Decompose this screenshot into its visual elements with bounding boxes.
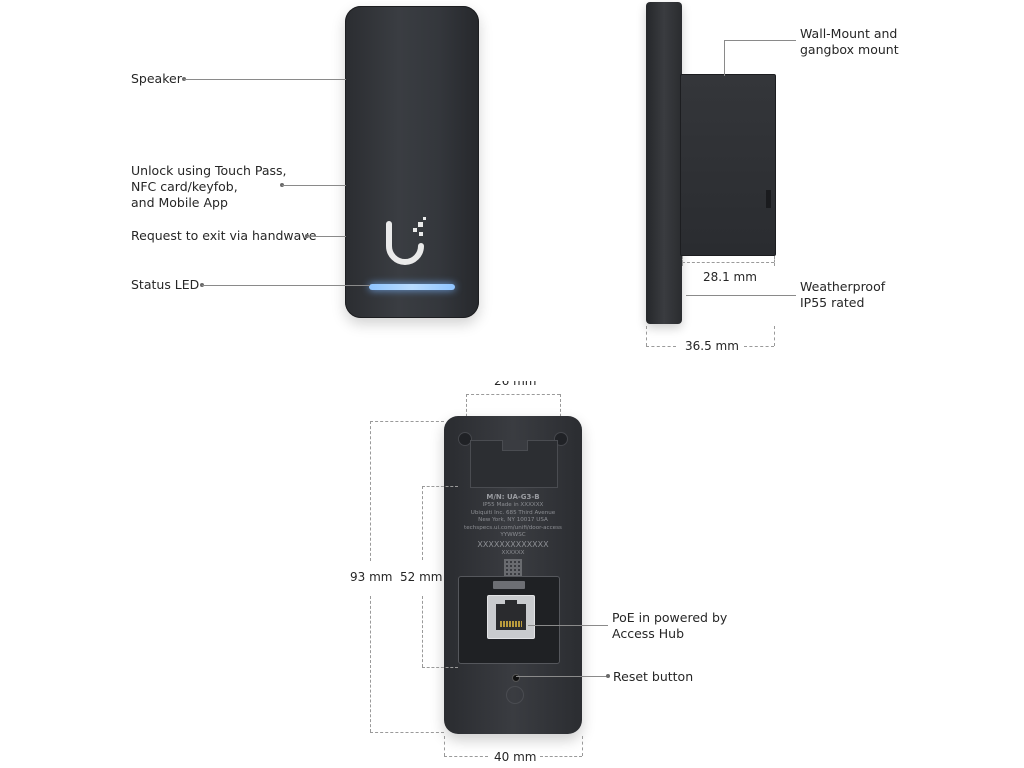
- dim-line-height-inner: [422, 486, 423, 560]
- reset-button[interactable]: [512, 674, 520, 682]
- label-line: YYWWSC: [500, 532, 526, 538]
- leader-line: [282, 185, 346, 186]
- label-reset: Reset button: [613, 669, 694, 684]
- unifi-logo-icon: [386, 217, 426, 265]
- rj45-slot: [496, 600, 526, 630]
- dim-height-total: 93 mm: [350, 570, 393, 584]
- device-edge: [345, 6, 479, 318]
- device-back-view: M/N: UA-G3-B IP55 Made in XXXXXX Ubiquit…: [444, 416, 582, 734]
- label-line: Ubiquiti Inc. 685 Third Avenue: [470, 509, 556, 516]
- label-poe: PoE in powered by Access Hub: [612, 610, 728, 641]
- leader-line: [686, 295, 796, 296]
- leader-line: [724, 40, 725, 76]
- dim-tick: [370, 732, 444, 733]
- dim-line-height-total: [370, 421, 371, 561]
- model-number: M/N: UA-G3-B: [486, 493, 540, 501]
- port-compartment: [458, 576, 560, 664]
- dim-tick: [774, 256, 775, 266]
- rj45-pins: [500, 621, 522, 627]
- status-led: [369, 284, 455, 290]
- dim-line-height-inner: [422, 596, 423, 667]
- dim-depth-box: 28.1 mm: [703, 270, 757, 284]
- device-side-plate: [646, 2, 682, 324]
- dim-line-width: [540, 756, 582, 757]
- dim-line-depth-total: [646, 346, 676, 347]
- side-notch: [766, 190, 771, 208]
- leader-line: [202, 285, 370, 286]
- leader-line: [724, 40, 796, 41]
- regulatory-label: M/N: UA-G3-B IP55 Made in XXXXXX Ubiquit…: [454, 492, 572, 577]
- dim-tick: [682, 256, 683, 266]
- dim-width: 40 mm: [494, 750, 537, 764]
- dim-height-inner: 52 mm: [400, 570, 443, 584]
- dim-tick: [370, 421, 444, 422]
- dim-line-depth-total: [744, 346, 774, 347]
- dim-tick: [646, 326, 647, 346]
- leader-line: [184, 79, 346, 80]
- label-unlock: Unlock using Touch Pass, NFC card/keyfob…: [131, 163, 287, 210]
- leader-line: [516, 676, 608, 677]
- leader-line: [528, 625, 608, 626]
- dim-tick: [582, 736, 583, 756]
- port-label: [493, 581, 525, 589]
- dim-depth-total: 36.5 mm: [685, 339, 739, 353]
- leader-dot: [606, 674, 610, 678]
- label-speaker: Speaker: [131, 71, 182, 86]
- dim-tick: [774, 326, 775, 346]
- dim-tick: [444, 736, 445, 756]
- screw-boss: [506, 686, 524, 704]
- bracket-tab: [502, 440, 528, 451]
- screw-hole: [458, 432, 472, 446]
- device-front-view: [345, 6, 479, 318]
- dim-line-width: [444, 756, 488, 757]
- label-request-exit: Request to exit via handwave: [131, 228, 317, 243]
- rj45-port-icon[interactable]: [487, 595, 535, 639]
- label-status-led: Status LED: [131, 277, 200, 292]
- dim-tick: [422, 486, 458, 487]
- qr-code-icon: [504, 559, 522, 577]
- leader-line: [307, 236, 346, 237]
- label-line: IP55 Made in XXXXXX: [482, 502, 544, 508]
- dim-line-depth-box: [682, 262, 774, 263]
- dim-line-mount-width: [466, 394, 560, 395]
- label-weatherproof: Weatherproof IP55 rated: [800, 279, 886, 310]
- device-side-mount-box: [680, 74, 776, 256]
- serial-number: XXXXXXXXXXXXX: [477, 539, 549, 549]
- dim-mount-width: 26 mm: [494, 374, 537, 388]
- mounting-bracket: [470, 440, 558, 488]
- label-wall-mount: Wall-Mount and gangbox mount: [800, 26, 899, 57]
- dim-line-height-total: [370, 596, 371, 732]
- label-line: New York, NY 10017 USA: [478, 517, 548, 523]
- label-line: techspecs.ui.com/unifi/door-access: [464, 524, 562, 531]
- dim-tick: [422, 667, 458, 668]
- serial-number-short: XXXXXX: [501, 549, 525, 556]
